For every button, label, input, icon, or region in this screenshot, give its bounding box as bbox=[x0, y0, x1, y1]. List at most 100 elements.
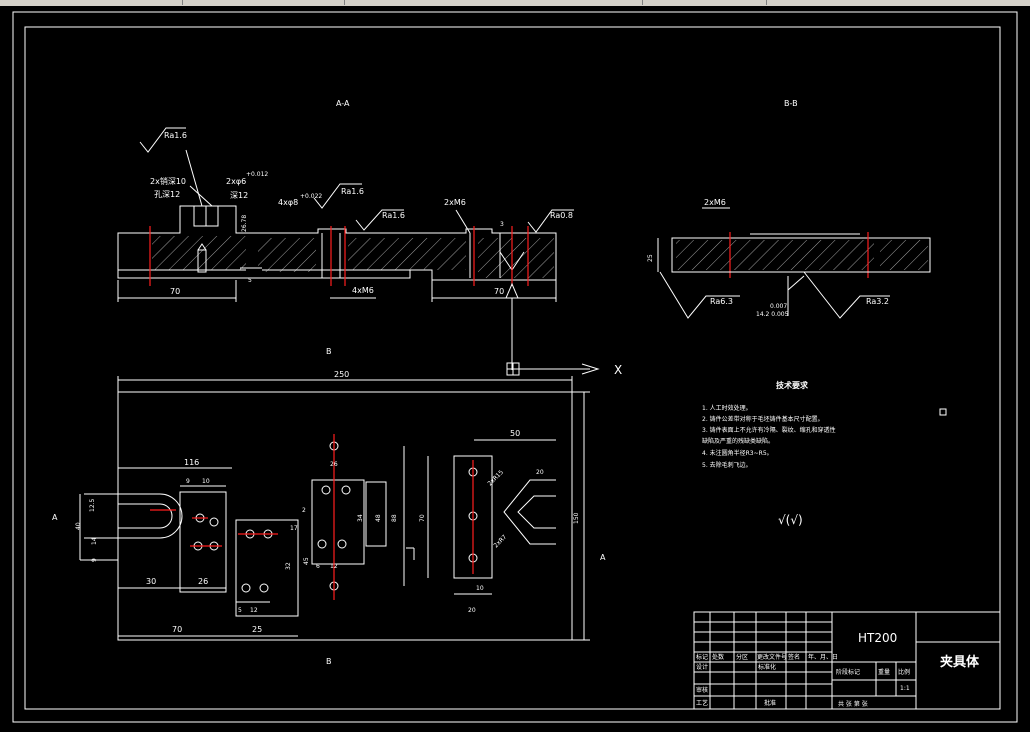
toolbar-field-2[interactable] bbox=[184, 0, 345, 5]
tb-process: 工艺 bbox=[696, 699, 708, 707]
sheet-inner-border bbox=[24, 26, 1001, 710]
plan-dim-125: 12.5 bbox=[89, 498, 96, 512]
ra-aa-4: Ra0.8 bbox=[550, 211, 573, 220]
hatch-area-2 bbox=[258, 238, 316, 272]
plan-dim-25: 25 bbox=[252, 625, 262, 634]
toolbar-field-1[interactable] bbox=[0, 0, 183, 5]
hatch-area-1 bbox=[152, 236, 246, 270]
view-a-label-left: A bbox=[52, 513, 58, 522]
plan-block-upper bbox=[311, 479, 365, 565]
plan-dim-12b: 12 bbox=[330, 563, 338, 570]
bb-dim-2m6: 2xM6 bbox=[704, 198, 726, 207]
plan-dim-150: 150 bbox=[573, 512, 580, 524]
plan-dim-45: 45 bbox=[303, 557, 310, 565]
tech-req-item-4: 4. 未注圆角半径R3~R5。 bbox=[702, 449, 773, 457]
ra-aa-3: Ra1.6 bbox=[382, 211, 405, 220]
ra-bb-2: Ra3.2 bbox=[866, 297, 889, 306]
plan-view: B B A A 250 150 12.5 40 14 9 116 9 10 bbox=[52, 347, 606, 666]
plan-dim-14: 14 bbox=[91, 537, 98, 545]
plan-dim-70v: 70 bbox=[419, 514, 426, 522]
aa-note-hole-d: 深12 bbox=[230, 191, 248, 200]
view-b-label-bottom: B bbox=[326, 657, 332, 666]
plan-dim-10top: 10 bbox=[202, 478, 210, 485]
ra-bb-1: Ra6.3 bbox=[710, 297, 733, 306]
section-aa-view: A-A 70 70 5 3 bbox=[117, 99, 574, 370]
aa-note-hole-a: 2x销深10 bbox=[150, 176, 186, 186]
tech-requirements: 技术要求 1. 人工时效处理。 2. 铸件公差带对称于毛坯铸件基本尺寸配置。 3… bbox=[702, 380, 947, 527]
bb-tol-upper: 0.007 bbox=[770, 303, 787, 310]
aa-note-hole-c-tol: +0.012 bbox=[246, 171, 268, 178]
plan-block-middle bbox=[235, 519, 299, 617]
plan-dim-20: 20 bbox=[536, 469, 544, 476]
plan-dim-5: 5 bbox=[238, 607, 242, 614]
plan-dim-12: 12 bbox=[250, 607, 258, 614]
plan-dim-26b: 26 bbox=[330, 461, 338, 468]
tech-req-item-1: 1. 人工时效处理。 bbox=[702, 404, 752, 412]
plan-dim-17: 17 bbox=[290, 525, 298, 532]
bb-tol-lower: 14.2 0.005 bbox=[756, 311, 789, 318]
tb-header-3: 分区 bbox=[736, 653, 748, 661]
ra-aa-2: Ra1.6 bbox=[341, 187, 364, 196]
tech-req-item-3: 3. 铸件表面上不允许有冷隔、裂纹、缩孔和穿透性 bbox=[702, 426, 836, 434]
plan-dim-116: 116 bbox=[184, 458, 199, 467]
section-aa-title: A-A bbox=[336, 99, 350, 108]
tb-sheet-info: 共 张 第 张 bbox=[838, 700, 868, 708]
aa-note-hole-b: 孔深12 bbox=[154, 190, 180, 199]
tb-header-2: 处数 bbox=[712, 653, 724, 661]
tb-weight: 重量 bbox=[878, 668, 890, 676]
plan-dim-2: 2 bbox=[302, 507, 306, 514]
title-block: HT200 夹具体 标记 处数 分区 更改文件号 签名 年、月、日 设计 标准化… bbox=[693, 611, 1001, 710]
plan-dim-30: 30 bbox=[146, 577, 156, 586]
tb-review: 审核 bbox=[696, 686, 708, 694]
view-a-label-right: A bbox=[600, 553, 606, 562]
plan-dim-70: 70 bbox=[172, 625, 182, 634]
tb-standard: 标准化 bbox=[758, 663, 776, 671]
tb-approve: 批准 bbox=[764, 699, 776, 707]
plan-dim-20b: 20 bbox=[468, 607, 476, 614]
plan-dim-250: 250 bbox=[334, 370, 349, 379]
tech-req-item-2: 2. 铸件公差带对称于毛坯铸件基本尺寸配置。 bbox=[702, 415, 824, 423]
dim-aa-5: 5 bbox=[248, 277, 252, 284]
tb-header-6: 年、月、日 bbox=[808, 653, 838, 661]
plan-dim-50: 50 bbox=[510, 429, 520, 438]
dim-aa-70-left: 70 bbox=[170, 287, 180, 296]
x-axis-label: X bbox=[614, 363, 622, 377]
pin-hole bbox=[197, 249, 207, 273]
dim-aa-3: 3 bbox=[500, 221, 504, 228]
tb-scale: 1:1 bbox=[900, 685, 910, 692]
tb-header-5: 签名 bbox=[788, 653, 800, 661]
section-bb-title: B-B bbox=[784, 99, 798, 108]
bb-hatch-2 bbox=[880, 240, 928, 270]
tech-req-item-3b: 缺陷及严重的残缺类缺陷。 bbox=[702, 437, 774, 445]
sheet-outer-border bbox=[12, 11, 1018, 723]
title-part-name: 夹具体 bbox=[940, 654, 980, 670]
plan-dim-88: 88 bbox=[391, 514, 398, 522]
plan-dim-34: 34 bbox=[357, 514, 364, 522]
aa-dim-4m6: 4xM6 bbox=[352, 286, 374, 295]
title-material: HT200 bbox=[858, 631, 897, 645]
general-roughness-mark: √(√) bbox=[778, 513, 803, 527]
hatch-area-3 bbox=[348, 238, 466, 270]
tech-req-item-5: 5. 去除毛刺飞边。 bbox=[702, 461, 752, 469]
aa-dim-4h8: 4xφ8 bbox=[278, 198, 298, 207]
tb-stage-marks: 阶段标记 bbox=[836, 668, 860, 676]
tech-req-title: 技术要求 bbox=[776, 380, 809, 390]
tb-header-1: 标记 bbox=[696, 653, 708, 661]
bb-dim-25: 25 bbox=[647, 254, 654, 262]
plan-radius-a: 2xR15 bbox=[486, 469, 505, 488]
plan-holes-left bbox=[190, 513, 222, 551]
plan-dim-32: 32 bbox=[285, 562, 292, 570]
plan-dim-40: 40 bbox=[75, 522, 82, 530]
cad-drawing-canvas[interactable]: A-A 70 70 5 3 bbox=[0, 6, 1030, 732]
plan-dim-10b: 10 bbox=[476, 585, 484, 592]
small-marker-square bbox=[939, 408, 947, 416]
x-axis-indicator: X bbox=[506, 362, 622, 377]
section-bb-view: B-B 2xM6 25 Ra6.3 Ra3.2 0.007 14.2 0.005 bbox=[647, 99, 931, 319]
toolbar-field-4[interactable] bbox=[646, 0, 767, 5]
toolbar-field-3[interactable] bbox=[346, 0, 643, 5]
aa-note-hole-c: 2xφ6 bbox=[226, 177, 246, 186]
bb-hatch-1 bbox=[676, 240, 874, 270]
plan-dim-48: 48 bbox=[375, 514, 382, 522]
ra-aa-1: Ra1.6 bbox=[164, 131, 187, 140]
hatch-area-4 bbox=[478, 238, 554, 278]
